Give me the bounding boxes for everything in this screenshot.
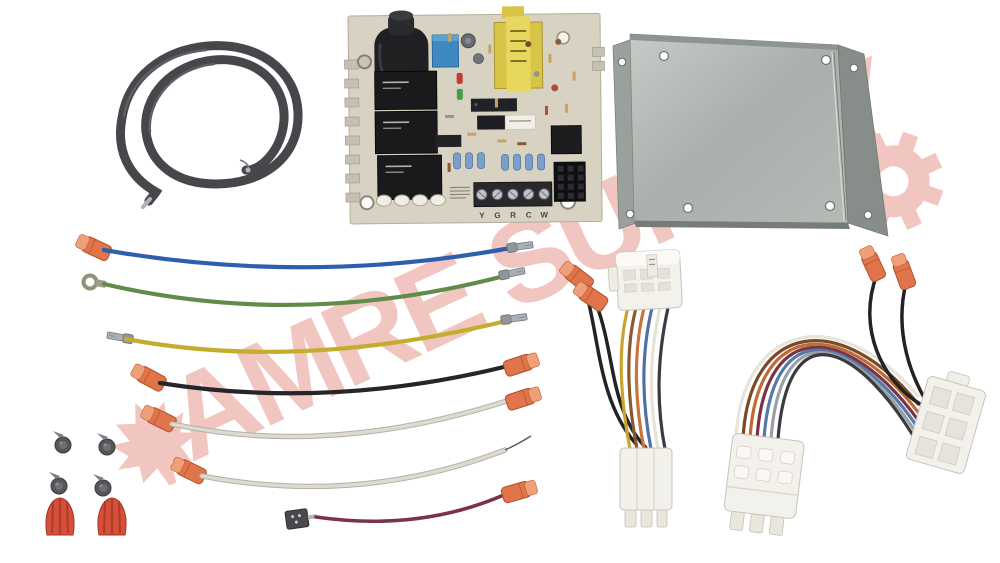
- ring-terminal: [81, 273, 99, 291]
- wire: [157, 363, 511, 396]
- transformer: [493, 6, 544, 93]
- orange-quick-connect: [503, 384, 544, 412]
- blue-relay-top: [432, 34, 459, 42]
- small-harness: [557, 249, 683, 528]
- plate-right-flange: [837, 44, 889, 237]
- control-board: Y G R C W: [344, 6, 605, 225]
- wire: [101, 244, 519, 270]
- terminal-label-y: Y: [479, 211, 485, 220]
- ic-chips: [435, 98, 536, 148]
- ignition-cable: [116, 41, 303, 209]
- blue-relay: [431, 34, 460, 68]
- orange-quick-connect: [857, 243, 888, 284]
- screw: [96, 432, 116, 456]
- harness-connector-top: [607, 249, 683, 311]
- led-green: [456, 88, 463, 100]
- led-red: [456, 72, 463, 84]
- harness-connector-right: [905, 371, 987, 474]
- terminal-label-r: R: [510, 211, 516, 220]
- wire-maroon: [284, 478, 540, 530]
- plate-top-fold: [630, 34, 838, 50]
- cable-tip-2: [245, 167, 251, 173]
- harness-wire-bundle: [734, 335, 920, 446]
- plate-bottom-fold: [634, 221, 850, 229]
- orange-quick-connect: [73, 232, 114, 263]
- screw: [52, 430, 72, 454]
- wire-nut: [44, 496, 76, 537]
- wire-yellow: [105, 311, 528, 354]
- capacitor-bank: [453, 152, 545, 171]
- aux-relay: [550, 125, 582, 155]
- relay-1: [374, 70, 438, 111]
- plate-seam-light: [831, 51, 845, 221]
- edge-connector-tabs-right: [592, 47, 605, 71]
- black-lead: [583, 286, 638, 446]
- fuse-clips: [375, 194, 446, 207]
- cable-coil: [116, 41, 303, 206]
- orange-quick-connect: [889, 251, 918, 292]
- black-lead: [868, 272, 922, 406]
- relay-bank: [374, 70, 443, 201]
- wire: [101, 272, 511, 308]
- cable-tip-ferrule: [141, 197, 152, 209]
- relay-3: [377, 154, 443, 201]
- plate-face: [629, 33, 849, 224]
- wire-white-1: [138, 384, 544, 440]
- wire: [200, 448, 507, 489]
- edge-connector-tabs-left: [344, 59, 361, 203]
- terminal-strip: Y G R C W: [473, 181, 553, 220]
- metal-spade: [105, 330, 135, 345]
- terminal-label-c: C: [526, 211, 532, 220]
- wire-green: [81, 265, 527, 308]
- harness-label-sticker: [646, 254, 659, 278]
- wire: [170, 398, 512, 439]
- large-harness: [723, 243, 987, 536]
- silkscreen-text-lines: [449, 186, 470, 199]
- wire-black: [128, 350, 542, 396]
- wire-blue: [73, 232, 534, 270]
- harness-wire-bundle: [619, 306, 670, 451]
- orange-quick-connect: [501, 350, 542, 378]
- harness-connector-bottom: [619, 447, 673, 528]
- wire-nut-set: [44, 496, 128, 537]
- wire-white-2: [168, 435, 532, 490]
- electrolytic-capacitors: [460, 33, 484, 65]
- wire-nut: [96, 496, 128, 537]
- screw: [92, 473, 112, 497]
- terminal-labels: Y G R C W: [479, 210, 548, 220]
- screw: [48, 471, 68, 495]
- ic-label-sticker: [504, 114, 536, 130]
- sensor-plug: [284, 508, 318, 530]
- plate-seam-dark: [833, 51, 847, 221]
- terminal-label-w: W: [540, 210, 548, 219]
- plate-holes: [617, 50, 873, 220]
- screw-set: [48, 430, 116, 497]
- wire: [314, 492, 508, 524]
- harness-connector-left: [723, 433, 805, 536]
- orange-quick-connect: [499, 478, 540, 505]
- terminal-label-g: G: [494, 211, 500, 220]
- bare-lead: [504, 435, 532, 451]
- pin-header-block: [553, 161, 586, 202]
- wire: [123, 317, 513, 354]
- small-components: [445, 32, 576, 172]
- cable-sheen: [122, 48, 216, 134]
- relay-2: [374, 110, 438, 155]
- mounting-plate: [612, 33, 889, 237]
